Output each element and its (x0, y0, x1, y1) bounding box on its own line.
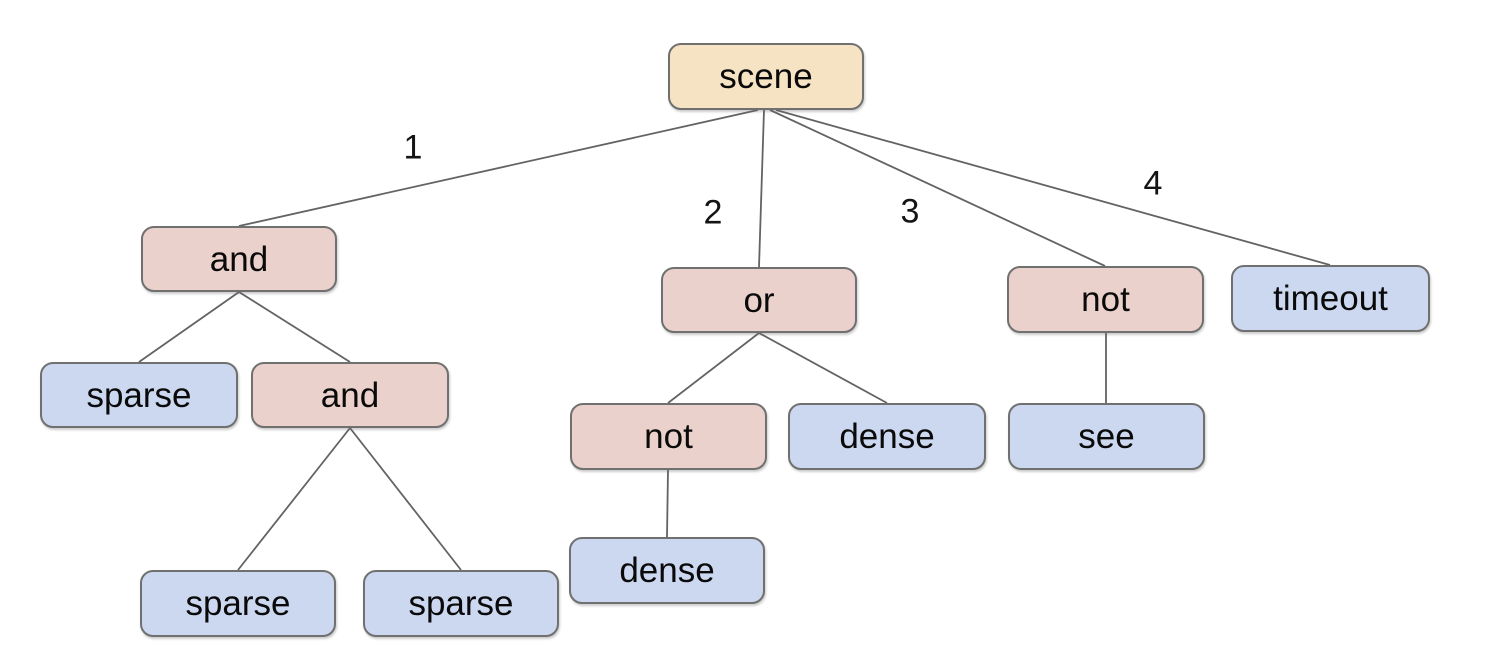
node-or-1: or (661, 267, 857, 333)
node-dense-1: dense (788, 403, 986, 470)
node-and-2: and (251, 362, 449, 428)
edge-or-1-dense-1 (758, 332, 888, 404)
node-not-2: not (570, 403, 767, 470)
edge-scene-or-1 (758, 109, 765, 268)
edge-order-label-1: 1 (403, 128, 423, 167)
edge-scene-and-1 (238, 109, 759, 227)
node-timeout: timeout (1231, 265, 1430, 332)
edge-not-2-dense-2 (666, 469, 669, 538)
edge-and-1-and-2 (238, 291, 351, 363)
node-scene: scene (668, 43, 864, 110)
edge-scene-not-1 (769, 109, 1106, 267)
edge-and-2-sparse-3 (349, 427, 462, 571)
edge-order-label-4: 4 (1143, 164, 1163, 203)
node-not-1: not (1007, 266, 1204, 333)
edge-and-2-sparse-2 (237, 427, 351, 571)
node-dense-2: dense (569, 537, 765, 604)
node-sparse-1: sparse (40, 362, 238, 428)
node-and-1: and (141, 226, 337, 292)
edge-or-1-not-2 (667, 332, 760, 404)
edge-order-label-3: 3 (900, 192, 920, 231)
edge-and-1-sparse-1 (138, 291, 240, 363)
node-see: see (1008, 403, 1205, 470)
node-sparse-3: sparse (363, 570, 559, 637)
node-sparse-2: sparse (140, 570, 336, 637)
edge-scene-timeout (775, 109, 1331, 266)
edge-order-label-2: 2 (703, 193, 723, 232)
